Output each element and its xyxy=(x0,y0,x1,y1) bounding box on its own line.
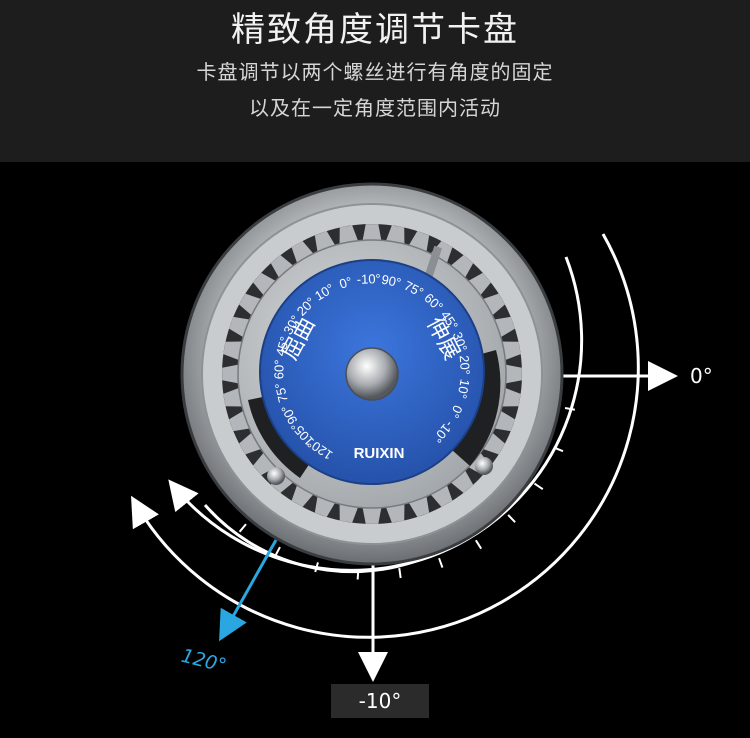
gear-tooth xyxy=(385,225,405,244)
scale-label: 0° xyxy=(447,403,466,421)
gear-tooth xyxy=(291,485,314,507)
scale-label: 30° xyxy=(450,330,471,353)
one-twenty-degree-arrow xyxy=(219,539,278,642)
gear-tooth xyxy=(450,470,474,493)
scale-label: -10° xyxy=(356,271,381,287)
gear-tooth xyxy=(362,507,382,524)
gear-tooth xyxy=(468,272,491,296)
subtitle-line-2: 以及在一定角度范围内活动 xyxy=(249,96,501,120)
scale-label: 10° xyxy=(454,378,472,400)
gear-tooth xyxy=(339,225,359,244)
scale-tick xyxy=(475,539,483,550)
scale-tick xyxy=(438,557,444,568)
hinge-dial: RUIXIN 屈曲 伸展 -10°0°10°20°30°45°60°75°90°… xyxy=(180,182,564,566)
page-title: 精致角度调节卡盘 xyxy=(231,10,519,50)
gear-tooth xyxy=(430,241,453,263)
gear-tooth xyxy=(502,387,521,407)
scale-tick xyxy=(238,523,247,533)
gear-tooth xyxy=(505,364,522,384)
arc-outer xyxy=(131,233,640,639)
gear-tooth xyxy=(291,241,314,263)
gear-tooth xyxy=(483,293,505,316)
gear-tooth xyxy=(502,341,521,361)
gear-tooth xyxy=(385,504,405,523)
gear-tooth xyxy=(339,504,359,523)
header-banner: 精致角度调节卡盘 卡盘调节以两个螺丝进行有角度的固定 以及在一定角度范围内活动 xyxy=(0,0,750,162)
scale-label: 45° xyxy=(273,335,293,358)
gear-tooth xyxy=(450,255,474,278)
gear-tooth xyxy=(223,341,242,361)
scale-label: 90° xyxy=(380,272,402,291)
brand-label: RUIXIN xyxy=(354,445,405,462)
scale-tick xyxy=(553,446,564,453)
gear-tooth xyxy=(223,387,242,407)
scale-tick xyxy=(533,482,544,491)
scale-label: 0° xyxy=(338,274,354,292)
left-pin xyxy=(267,467,285,485)
gear-tooth xyxy=(362,224,382,241)
gear-tooth xyxy=(239,432,261,455)
gear-tooth xyxy=(483,432,505,455)
scale-tick xyxy=(356,569,360,580)
gear-tooth xyxy=(239,293,261,316)
scale-tick xyxy=(507,514,516,523)
minus-ten-degree-label: -10° xyxy=(331,684,429,718)
center-screw xyxy=(345,347,399,401)
right-pin xyxy=(475,457,493,475)
gear-tooth xyxy=(253,272,276,296)
scale-tick xyxy=(274,546,281,557)
scale-tick xyxy=(564,407,576,411)
scale-label: 20° xyxy=(457,355,473,376)
scale-label: 60° xyxy=(271,359,287,379)
gear-tooth xyxy=(222,364,239,384)
scale-tick xyxy=(314,562,319,573)
scale-ticks xyxy=(238,407,576,580)
gear-tooth xyxy=(270,255,294,278)
scale-tick xyxy=(398,567,402,579)
gear-tooth xyxy=(430,485,453,507)
subtitle-line-1: 卡盘调节以两个螺丝进行有角度的固定 xyxy=(196,60,554,84)
zero-degree-label: 0° xyxy=(690,364,713,388)
scale-label: 75° xyxy=(272,381,291,404)
